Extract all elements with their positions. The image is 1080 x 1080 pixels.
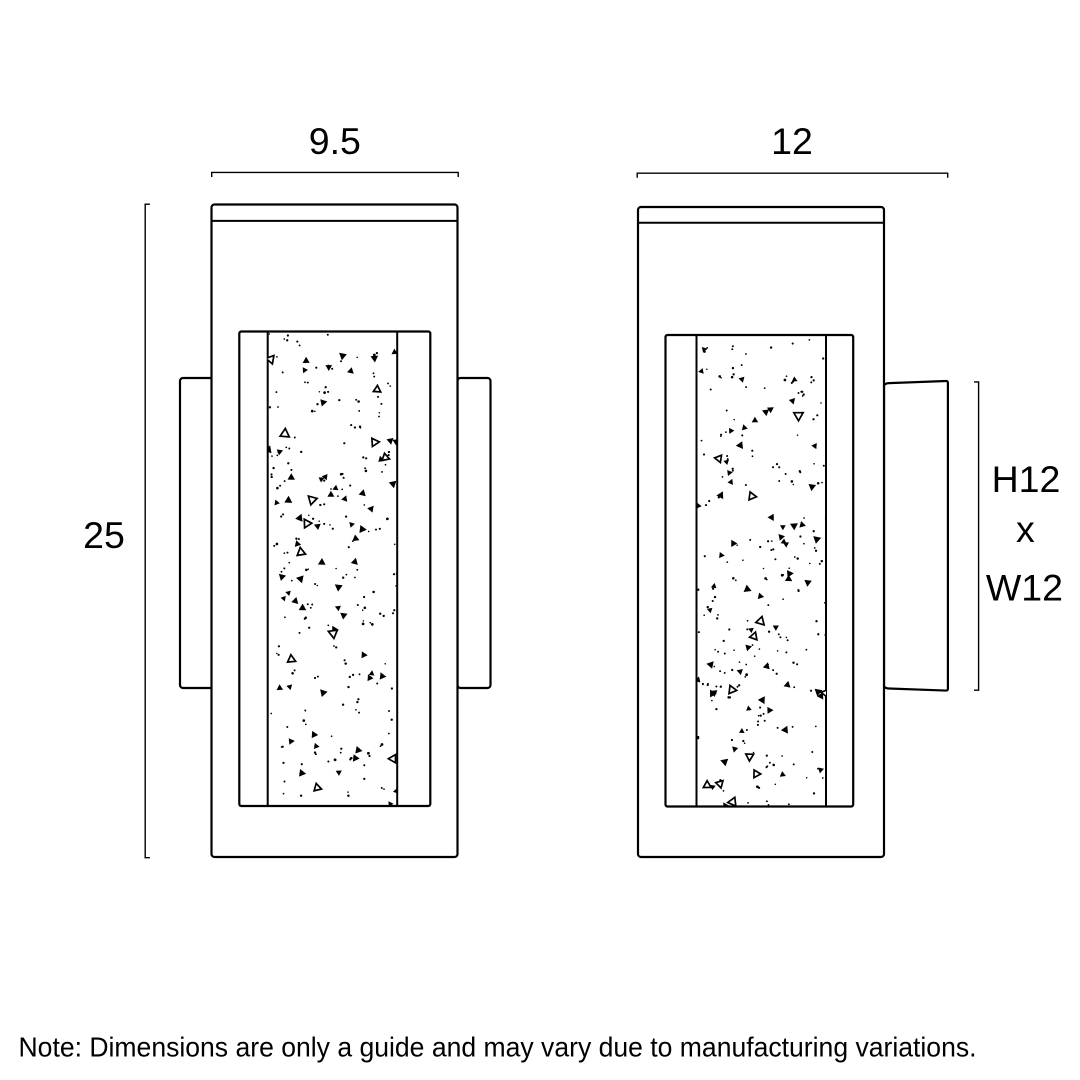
svg-text:Note: Dimensions are only a gu: Note: Dimensions are only a guide and ma… bbox=[19, 1032, 977, 1063]
svg-text:25: 25 bbox=[83, 514, 125, 556]
svg-text:12: 12 bbox=[771, 120, 813, 162]
svg-text:x: x bbox=[1016, 508, 1035, 550]
svg-text:9.5: 9.5 bbox=[309, 120, 361, 162]
svg-text:H12: H12 bbox=[992, 458, 1061, 500]
svg-text:W12: W12 bbox=[986, 567, 1063, 609]
